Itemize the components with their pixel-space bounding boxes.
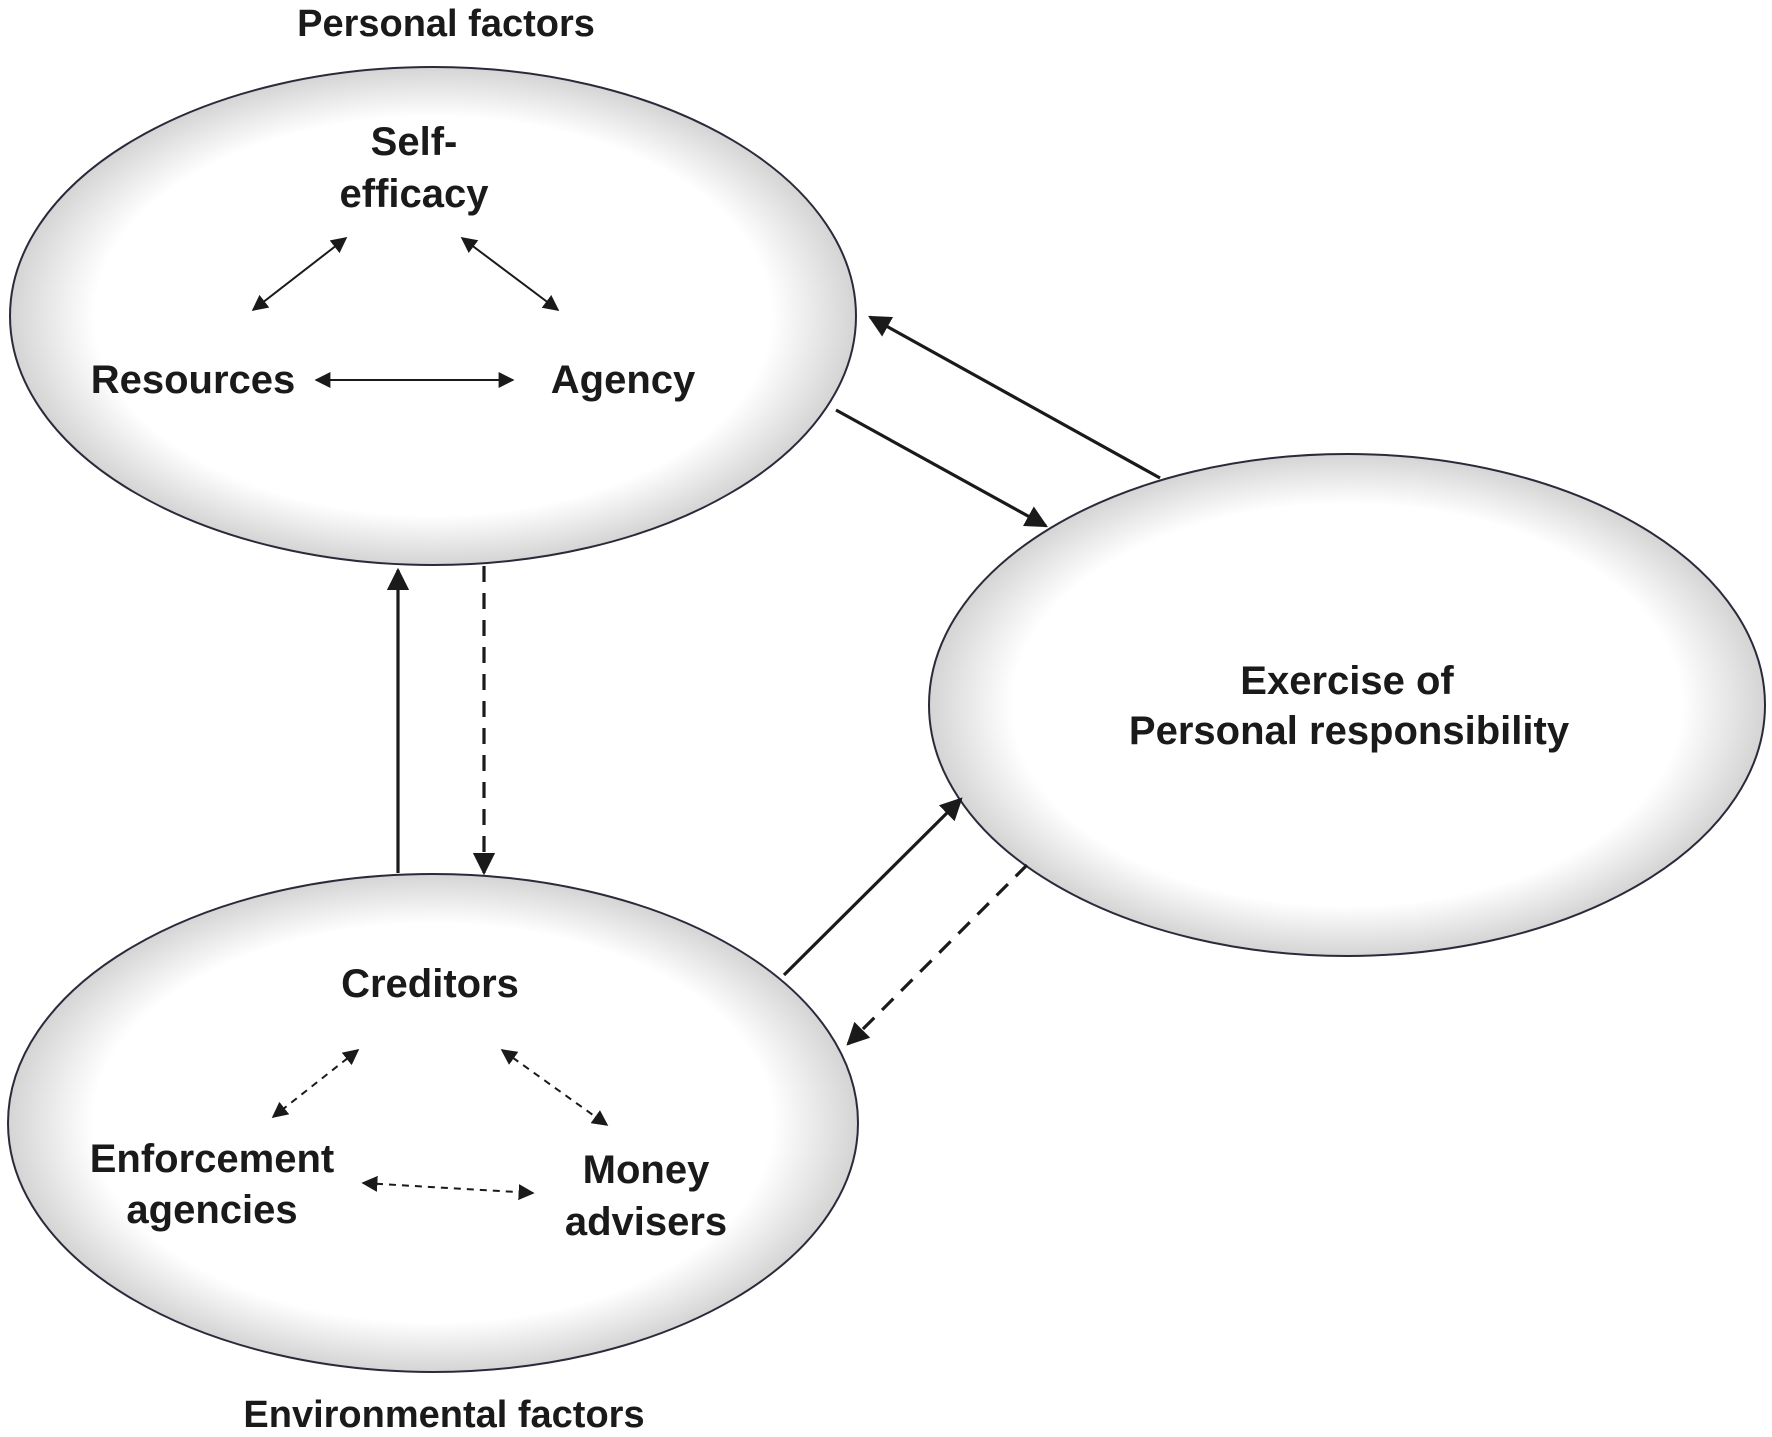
exercise-label-line1: Exercise of	[1240, 659, 1454, 703]
arrow-responsibility-to-personal	[868, 315, 1161, 480]
environmental-factors-ellipse	[7, 873, 859, 1373]
arrow-environmental-to-responsibility	[782, 797, 963, 977]
environmental-factors-heading: Environmental factors	[243, 1394, 644, 1436]
arrow-selfefficacy-resources	[251, 237, 348, 311]
exercise-label-line2: Personal responsibility	[1129, 709, 1570, 753]
money-advisers-label-line1: Money	[583, 1148, 710, 1192]
enforcement-label-line1: Enforcement	[90, 1137, 335, 1181]
self-efficacy-label-line1: Self-	[371, 120, 458, 164]
personal-responsibility-ellipse	[928, 453, 1766, 957]
resources-label: Resources	[91, 358, 296, 402]
arrow-personal-to-responsibility	[835, 408, 1048, 528]
arrow-enforcement-moneyadvisers	[361, 1175, 535, 1201]
money-advisers-label-line2: advisers	[565, 1200, 727, 1244]
personal-factors-ellipse	[9, 66, 857, 566]
agency-label: Agency	[551, 358, 696, 402]
arrow-creditors-moneyadvisers	[500, 1049, 609, 1126]
arrow-selfefficacy-agency	[460, 237, 560, 311]
self-efficacy-label-line2: efficacy	[340, 172, 490, 216]
enforcement-label-line2: agencies	[126, 1188, 297, 1232]
creditors-label: Creditors	[341, 962, 519, 1006]
arrow-creditors-enforcement	[271, 1049, 360, 1118]
arrow-responsibility-to-environmental-dashed	[846, 863, 1029, 1046]
personal-factors-heading: Personal factors	[297, 3, 595, 45]
